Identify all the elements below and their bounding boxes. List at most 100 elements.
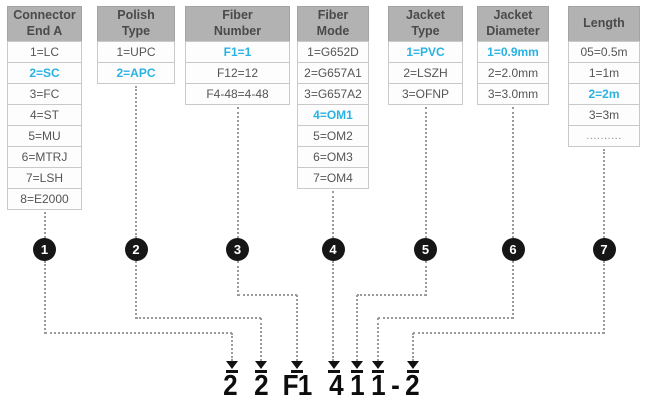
option-item: F4-48=4-48: [185, 83, 290, 105]
option-item: 3=OFNP: [388, 83, 463, 105]
option-item: F1=1: [185, 41, 290, 63]
arrow-base: [291, 370, 303, 373]
down-arrow-icon: [351, 361, 363, 373]
option-item: 1=PVC: [388, 41, 463, 63]
connector-dotted-line: [356, 295, 358, 361]
arrow-head: [407, 361, 419, 369]
arrow-base: [255, 370, 267, 373]
option-item: 2=2m: [568, 83, 640, 105]
connector-dotted-line: [603, 261, 605, 334]
connector-dotted-line: [378, 317, 513, 319]
option-item: 1=UPC: [97, 41, 175, 63]
connector-dotted-line: [237, 294, 297, 296]
arrow-head: [291, 361, 303, 369]
step-badge: 3: [226, 238, 249, 261]
option-item: 7=OM4: [297, 167, 369, 189]
option-item: 5=MU: [7, 125, 82, 147]
option-item: 2=2.0mm: [477, 62, 549, 84]
option-item: 7=LSH: [7, 167, 82, 189]
step-badge: 5: [414, 238, 437, 261]
connector-dotted-line: [512, 107, 514, 238]
down-arrow-icon: [226, 361, 238, 373]
down-arrow-icon: [407, 361, 419, 373]
part-number-segment: 2: [254, 370, 269, 402]
connector-dotted-line: [296, 295, 298, 361]
connector-dotted-line: [377, 318, 379, 361]
column-header: Length: [568, 6, 640, 42]
connector-dotted-line: [512, 261, 514, 319]
step-badge: 4: [321, 238, 345, 261]
connector-dotted-line: [231, 333, 233, 361]
down-arrow-icon: [255, 361, 267, 373]
column-header: Polish Type: [97, 6, 175, 42]
connector-dotted-line: [424, 107, 427, 238]
option-item: 6=OM3: [297, 146, 369, 168]
connector-dotted-line: [603, 149, 605, 238]
connector-dotted-line: [357, 294, 426, 296]
arrow-base: [328, 370, 340, 373]
arrow-base: [226, 370, 238, 373]
connector-dotted-line: [236, 261, 239, 296]
option-item: 1=G652D: [297, 41, 369, 63]
connector-dotted-line: [413, 332, 604, 334]
connector-dotted-line: [332, 191, 334, 238]
step-badge: 1: [33, 238, 56, 261]
connector-dotted-line: [332, 261, 334, 361]
part-number-segment: 2: [223, 370, 238, 402]
option-item: 1=LC: [7, 41, 82, 63]
option-item: 3=FC: [7, 83, 82, 105]
column-header: Fiber Number: [185, 6, 290, 42]
part-number-segment: 1: [371, 370, 386, 402]
arrow-head: [372, 361, 384, 369]
connector-dotted-line: [412, 333, 414, 361]
connector-dotted-line: [43, 261, 46, 334]
part-number-segment: 1: [350, 370, 365, 402]
option-item: 2=APC: [97, 62, 175, 84]
down-arrow-icon: [291, 361, 303, 373]
connector-dotted-line: [43, 212, 46, 238]
part-number-segment: 4: [329, 370, 344, 402]
option-item: 3=3.0mm: [477, 83, 549, 105]
connector-dotted-line: [424, 261, 427, 296]
arrow-head: [351, 361, 363, 369]
connector-dotted-line: [44, 332, 232, 334]
option-item: ..........: [568, 125, 640, 147]
connector-dotted-line: [136, 317, 261, 319]
down-arrow-icon: [372, 361, 384, 373]
column-header: Connector End A: [7, 6, 82, 42]
option-item: 3=G657A2: [297, 83, 369, 105]
part-number-segment: F1: [282, 370, 313, 402]
option-item: 1=1m: [568, 62, 640, 84]
arrow-base: [407, 370, 419, 373]
option-item: 4=ST: [7, 104, 82, 126]
option-item: 2=SC: [7, 62, 82, 84]
connector-dotted-line: [135, 261, 137, 319]
option-item: F12=12: [185, 62, 290, 84]
column-header: Jacket Diameter: [477, 6, 549, 42]
down-arrow-icon: [328, 361, 340, 373]
column-header: Jacket Type: [388, 6, 463, 42]
part-number-segment: -: [391, 370, 400, 402]
option-item: 1=0.9mm: [477, 41, 549, 63]
option-item: 2=LSZH: [388, 62, 463, 84]
part-number-segment: 2: [405, 370, 420, 402]
step-badge: 2: [124, 238, 148, 261]
step-badge: 7: [592, 238, 616, 261]
arrow-head: [255, 361, 267, 369]
option-item: 5=OM2: [297, 125, 369, 147]
arrow-base: [372, 370, 384, 373]
option-item: 05=0.5m: [568, 41, 640, 63]
arrow-head: [226, 361, 238, 369]
column-header: Fiber Mode: [297, 6, 369, 42]
connector-dotted-line: [135, 86, 137, 238]
connector-dotted-line: [260, 318, 262, 361]
arrow-base: [351, 370, 363, 373]
